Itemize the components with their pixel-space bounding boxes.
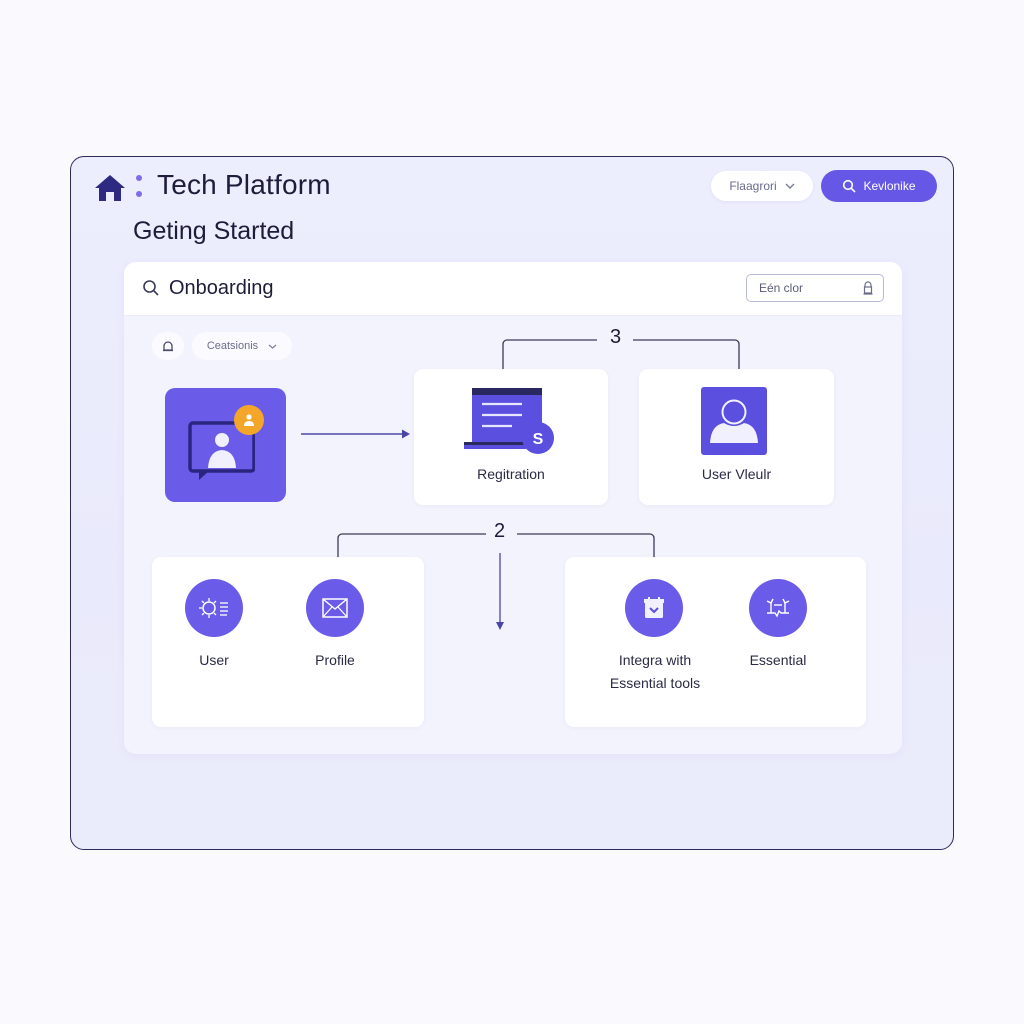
- step-number-2: 2: [494, 520, 506, 542]
- page-title: Geting Started: [133, 217, 295, 245]
- notification-badge-icon: [234, 405, 264, 435]
- search-action-label: Kevlonike: [863, 179, 916, 193]
- bell-icon: [162, 340, 174, 353]
- search-icon: [842, 179, 857, 193]
- calendar-check-icon[interactable]: [625, 579, 683, 637]
- app-title: Tech Platform: [157, 169, 331, 200]
- filter-input[interactable]: Eén clor: [746, 274, 884, 302]
- search-icon[interactable]: [142, 279, 160, 297]
- start-tile[interactable]: [165, 388, 286, 502]
- platform-select[interactable]: Flaagrori: [711, 171, 813, 201]
- essential-label: Essential: [749, 652, 807, 668]
- profile-label: Profile: [315, 652, 355, 668]
- integrations-card: Integra with Essential tools Essential: [565, 557, 866, 727]
- vertical-dots-icon[interactable]: [136, 175, 144, 203]
- user-label: User: [199, 652, 229, 668]
- app-window: Tech Platform Geting Started Flaagrori K…: [70, 156, 954, 850]
- user-avatar-icon: [701, 387, 767, 455]
- onboarding-panel: Onboarding Eén clor Ceatsionis: [124, 262, 902, 754]
- bell-button[interactable]: [152, 332, 184, 360]
- platform-select-label: Flaagrori: [729, 179, 777, 193]
- registration-form-icon: S: [464, 386, 558, 458]
- panel-title: Onboarding: [169, 277, 274, 299]
- svg-text:S: S: [533, 431, 544, 448]
- filter-input-placeholder: Eén clor: [759, 281, 804, 295]
- chevron-down-icon: [268, 344, 277, 349]
- lock-icon: [863, 281, 873, 295]
- category-select[interactable]: Ceatsionis: [192, 332, 292, 360]
- panel-header: Onboarding Eén clor: [124, 262, 902, 316]
- search-action-button[interactable]: Kevlonike: [821, 170, 937, 202]
- chevron-down-icon: [785, 183, 795, 189]
- user-view-card[interactable]: User Vleulr: [639, 369, 834, 505]
- envelope-icon[interactable]: [306, 579, 364, 637]
- tools-icon[interactable]: [749, 579, 807, 637]
- registration-label: Regitration: [477, 466, 545, 482]
- user-settings-icon[interactable]: [185, 579, 243, 637]
- integrate-label: Integra with Essential tools: [609, 652, 701, 692]
- registration-card[interactable]: S Regitration: [414, 369, 608, 505]
- chat-user-icon: [187, 420, 255, 482]
- user-profile-card: User Profile: [152, 557, 424, 727]
- step-number-3: 3: [610, 326, 622, 348]
- category-select-label: Ceatsionis: [206, 340, 259, 352]
- user-view-label: User Vleulr: [701, 466, 772, 482]
- flow-connectors: [301, 339, 740, 630]
- home-icon[interactable]: [93, 173, 127, 203]
